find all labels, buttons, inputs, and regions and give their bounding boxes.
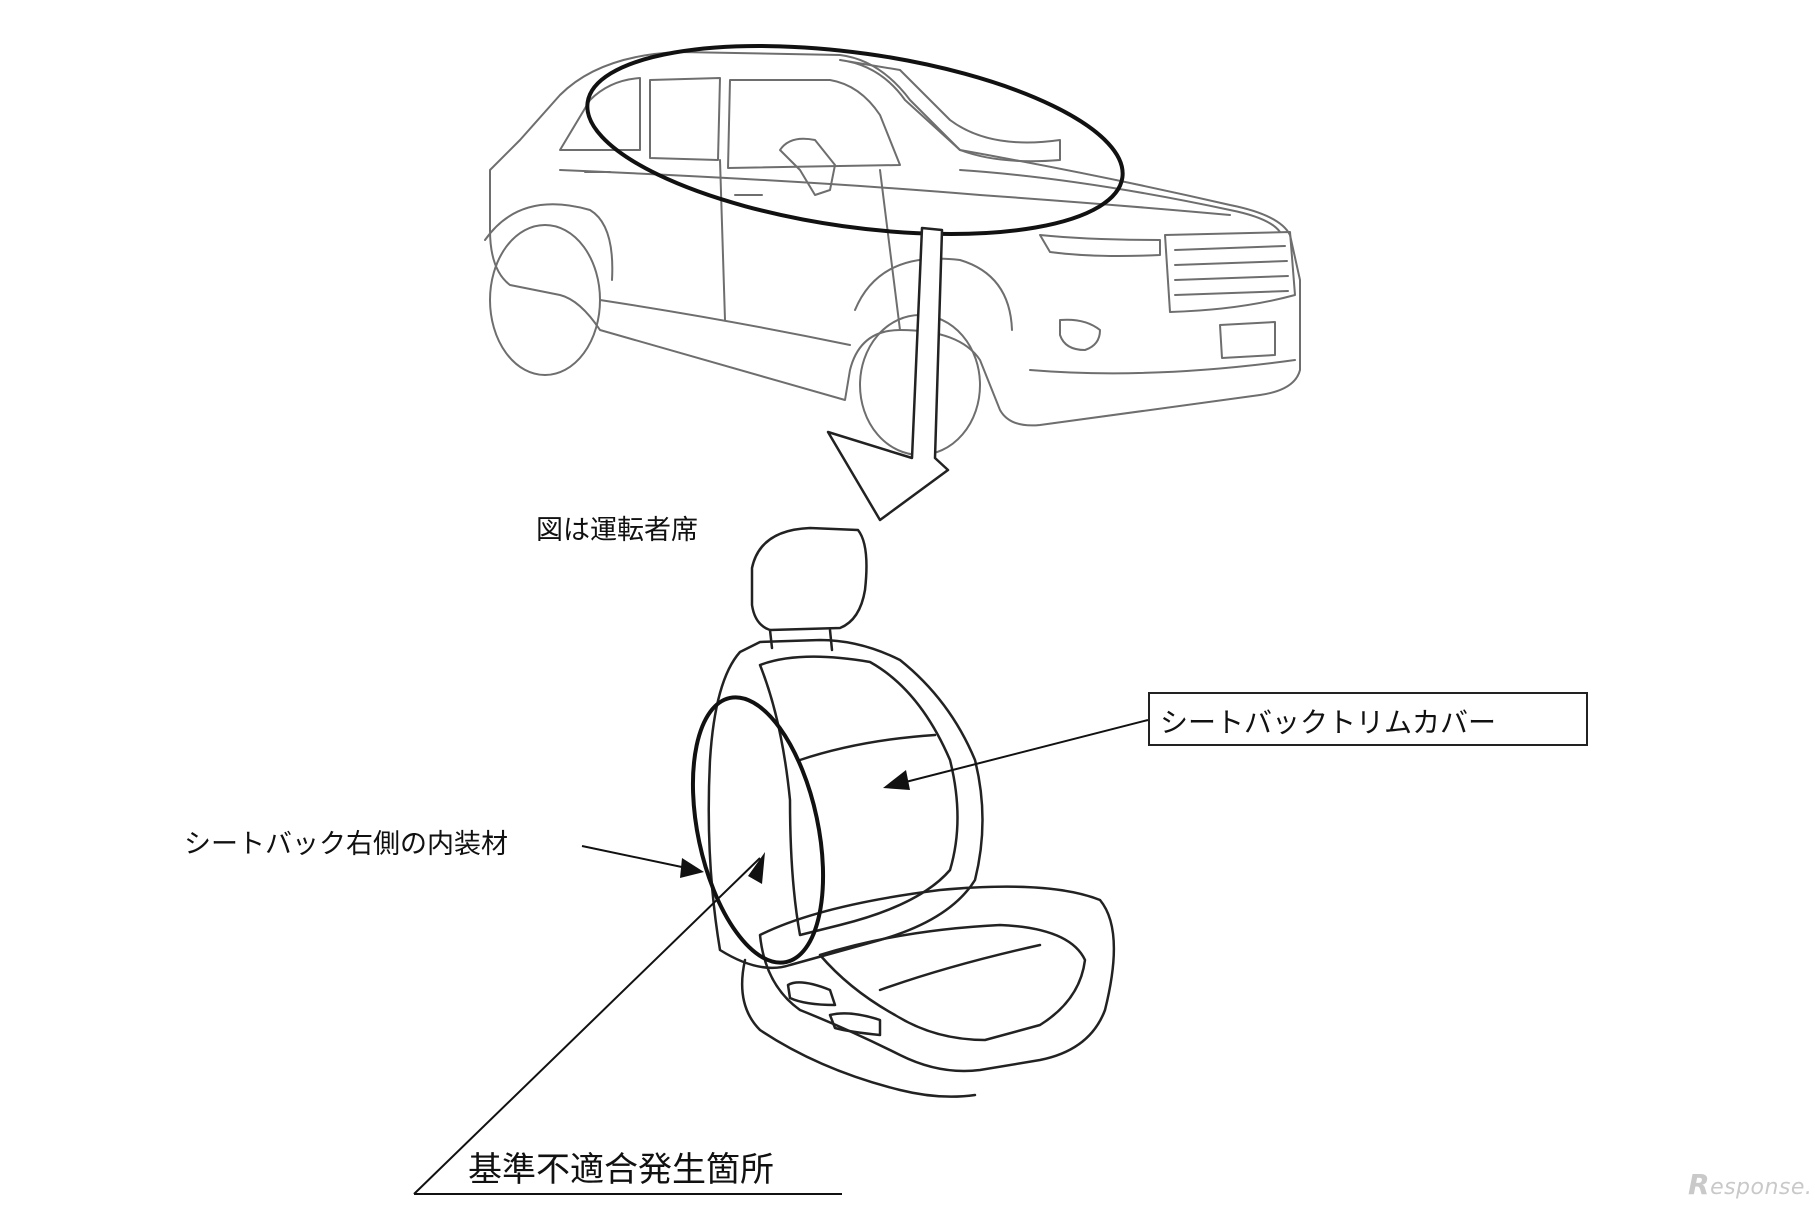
seatback-seam: [798, 733, 937, 762]
car-grille-inner-2: [1174, 260, 1288, 266]
seat-illustration: [707, 526, 1116, 1098]
car-belt-line: [559, 169, 1231, 216]
car-rear-window: [559, 77, 641, 151]
seatback-outer: [707, 638, 984, 970]
car-grille-inner-4: [1174, 290, 1289, 296]
seat-cushion-inner: [818, 923, 1087, 1042]
car-license-plate: [1219, 321, 1276, 359]
watermark-rest: esponse.: [1710, 1175, 1813, 1200]
watermark-initial: R: [1688, 1168, 1711, 1201]
car-front-door-window: [727, 79, 901, 169]
trim-cover-label: シートバックトリムカバー: [1160, 706, 1497, 739]
suv-illustration: [484, 51, 1301, 456]
nonconformity-leader-line: [413, 857, 761, 1195]
view-note-label: 図は運転者席: [536, 515, 698, 546]
seat-lever-2: [828, 1012, 882, 1037]
car-grille-inner-1: [1174, 245, 1286, 251]
nonconformity-arrowhead: [748, 852, 765, 884]
car-bumper: [1029, 359, 1296, 375]
seat-cushion-seam: [878, 943, 1042, 992]
car-rear-arch: [484, 203, 614, 281]
headrest-post-left: [768, 628, 774, 650]
car-door-line: [719, 159, 726, 321]
seat-cushion: [758, 885, 1116, 1073]
car-hood: [959, 169, 1281, 233]
mirror-area-highlight-ellipse: [585, 44, 1125, 236]
trim-cover-leader-line: [889, 719, 1149, 787]
car-side-mirror: [779, 137, 836, 196]
car-body-outline: [489, 51, 1301, 427]
car-grille: [1164, 231, 1296, 313]
seatback-side-highlight-ellipse: [690, 695, 826, 965]
inner-material-label: シートバック右側の内装材: [184, 829, 508, 860]
down-arrow: [826, 226, 950, 522]
car-front-arch: [854, 257, 1013, 331]
seat-base: [740, 958, 977, 1098]
car-side-skirt: [599, 299, 851, 346]
headrest: [750, 526, 868, 632]
response-watermark: Response.: [1688, 1168, 1812, 1201]
trim-cover-label-box: [1148, 692, 1588, 746]
seatback-inner-panel: [758, 655, 959, 937]
car-windshield: [839, 59, 1061, 163]
seat-lever-1: [786, 981, 837, 1007]
car-door-line-front: [879, 169, 901, 331]
car-headlight: [1039, 234, 1161, 257]
car-rear-wheel: [489, 224, 601, 376]
car-grille-inner-3: [1174, 275, 1289, 281]
car-fog-light: [1059, 318, 1101, 351]
trim-cover-arrowhead: [883, 770, 910, 790]
inner-material-arrowhead: [680, 858, 704, 878]
car-rear-door-window: [649, 77, 721, 161]
nonconformity-location-label: 基準不適合発生箇所: [468, 1150, 774, 1190]
inner-material-leader-line: [581, 845, 697, 871]
